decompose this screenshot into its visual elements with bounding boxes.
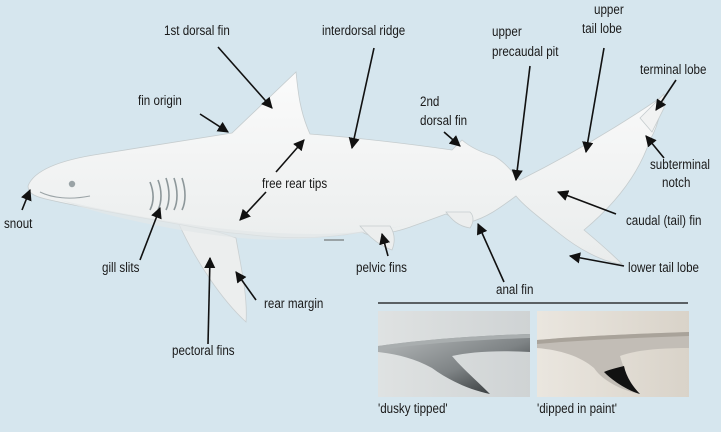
label-upper-tail-lobe-line1: upper: [594, 2, 624, 18]
arrow-terminal-lobe: [656, 80, 676, 110]
label-subterminal-notch-line1: subterminal: [650, 157, 710, 173]
caption-dusky-tipped: 'dusky tipped': [378, 401, 448, 416]
arrow-snout: [22, 190, 30, 210]
pelvic-fin-shape: [360, 226, 394, 250]
label-gill-slits: gill slits: [102, 260, 139, 276]
arrow-upper-precaudal-pit: [516, 66, 530, 180]
anal-fin-shape: [446, 212, 473, 228]
shark-eye: [69, 181, 75, 187]
arrow-anal-fin: [478, 224, 504, 282]
label-lower-tail-lobe: lower tail lobe: [628, 260, 699, 276]
label-rear-margin: rear margin: [264, 296, 323, 312]
label-fin-origin: fin origin: [138, 93, 182, 109]
inset-dipped-in-paint: [537, 311, 689, 397]
arrow-fin-origin: [200, 114, 228, 132]
label-free-rear-tips: free rear tips: [262, 176, 327, 192]
caption-dipped-in-paint: 'dipped in paint': [537, 401, 617, 416]
arrow-2nd-dorsal-fin: [444, 132, 460, 146]
label-pectoral-fins: pectoral fins: [172, 343, 235, 359]
label-2nd-dorsal-fin-line2: dorsal fin: [420, 113, 467, 129]
label-upper-precaudal-pit-line1: upper: [492, 24, 522, 40]
label-2nd-dorsal-fin-line1: 2nd: [420, 94, 439, 110]
label-1st-dorsal-fin: 1st dorsal fin: [164, 23, 230, 39]
label-pelvic-fins: pelvic fins: [356, 260, 407, 276]
label-anal-fin: anal fin: [496, 282, 533, 298]
label-caudal-tail-fin: caudal (tail) fin: [626, 213, 702, 229]
shark-illustration: [28, 72, 664, 322]
label-subterminal-notch-line2: notch: [662, 175, 690, 191]
inset-dusky-tipped: [378, 311, 530, 397]
arrow-interdorsal-ridge: [352, 48, 374, 148]
label-upper-tail-lobe-line2: tail lobe: [582, 21, 622, 37]
label-snout: snout: [4, 216, 32, 232]
arrow-subterminal-notch: [646, 136, 664, 158]
label-upper-precaudal-pit-line2: precaudal pit: [492, 44, 558, 60]
label-terminal-lobe: terminal lobe: [640, 62, 706, 78]
arrow-1st-dorsal-fin: [218, 47, 272, 108]
label-interdorsal-ridge: interdorsal ridge: [322, 23, 405, 39]
